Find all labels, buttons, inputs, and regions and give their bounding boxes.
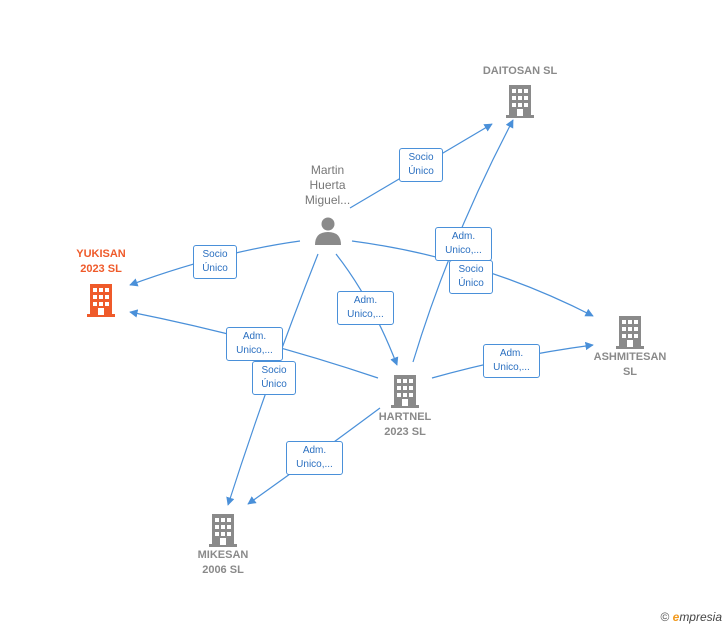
copyright-icon: © — [660, 610, 670, 624]
edge-label-hartnel-yukisan[interactable]: Adm. Unico,... — [226, 327, 283, 361]
node-label: YUKISAN 2023 SL — [76, 248, 126, 275]
node-hartnel[interactable]: HARTNEL 2023 SL — [360, 372, 450, 440]
node-mikesan[interactable]: MIKESAN 2006 SL — [180, 512, 266, 578]
copyright-footer[interactable]: © empresia — [660, 610, 722, 624]
building-icon — [506, 85, 534, 118]
node-label: HARTNEL 2023 SL — [378, 411, 432, 438]
edge-label-hartnel-mikesan[interactable]: Adm. Unico,... — [286, 441, 343, 475]
node-daitosan[interactable]: DAITOSAN SL — [460, 64, 580, 119]
brand-logo: empresia — [672, 610, 722, 624]
building-icon — [391, 375, 419, 408]
edge-label-martin-daitosan[interactable]: Socio Único — [399, 148, 443, 182]
edge-label-hartnel-daitosan[interactable]: Adm. Unico,... — [435, 227, 492, 261]
edge-label-hartnel-ashmitesan[interactable]: Adm. Unico,... — [483, 344, 540, 378]
person-icon — [314, 217, 341, 245]
node-label: MIKESAN 2006 SL — [197, 549, 249, 576]
node-yukisan[interactable]: YUKISAN 2023 SL — [55, 247, 147, 318]
node-label: ASHMITESAN SL — [593, 351, 667, 378]
node-ashmitesan[interactable]: ASHMITESAN SL — [582, 314, 678, 380]
edge-label-martin-ashmitesan[interactable]: Socio Único — [449, 260, 493, 294]
node-label: DAITOSAN SL — [482, 65, 558, 77]
edge-label-martin-yukisan[interactable]: Socio Único — [193, 245, 237, 279]
node-martin[interactable]: Martin Huerta Miguel... — [285, 163, 370, 246]
edge-label-martin-hartnel[interactable]: Adm. Unico,... — [337, 291, 394, 325]
building-icon — [209, 514, 237, 547]
edge-label-martin-mikesan[interactable]: Socio Único — [252, 361, 296, 395]
node-label: Martin Huerta Miguel... — [304, 163, 351, 207]
building-icon — [87, 284, 115, 317]
building-icon — [616, 316, 644, 349]
